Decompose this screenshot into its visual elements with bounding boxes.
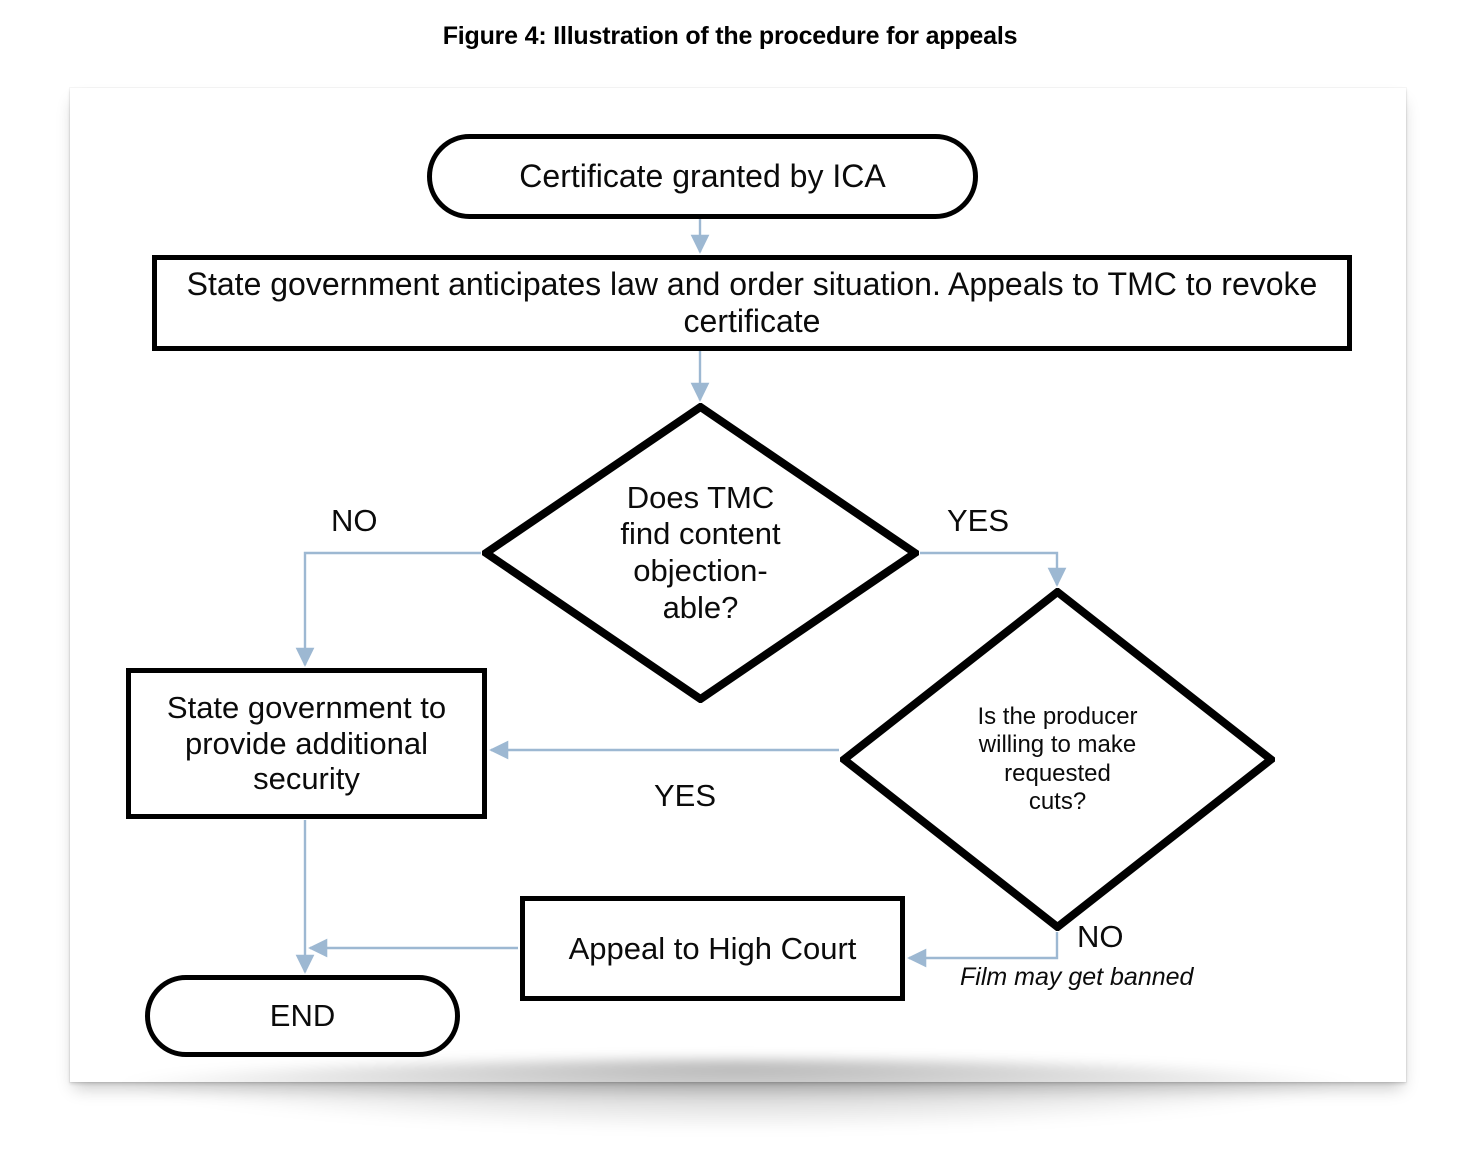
node-end[interactable]: END — [145, 975, 460, 1057]
edge-note-film-banned: Film may get banned — [960, 963, 1194, 991]
node-decision-producer-cuts-label: Is the producer willing to make requeste… — [977, 702, 1138, 815]
figure-title: Figure 4: Illustration of the procedure … — [442, 22, 1018, 50]
node-state-appeals-tmc[interactable]: State government anticipates law and ord… — [152, 255, 1352, 351]
node-decision-producer-cuts[interactable]: Is the producer willing to make requeste… — [840, 588, 1275, 931]
node-decision-content-objectionable-label: Does TMC find content objection- able? — [620, 479, 781, 625]
node-decision-content-objectionable[interactable]: Does TMC find content objection- able? — [482, 403, 919, 703]
edge-label-yes-objectionable: YES — [947, 503, 1010, 538]
node-additional-security[interactable]: State government to provide additional s… — [126, 668, 487, 819]
node-appeal-high-court[interactable]: Appeal to High Court — [520, 896, 905, 1001]
edge-label-no-cuts: NO — [1077, 919, 1124, 954]
edge-label-no-objectionable: NO — [331, 503, 378, 538]
node-certificate-granted[interactable]: Certificate granted by ICA — [427, 134, 978, 219]
edge-label-yes-cuts: YES — [654, 778, 717, 813]
diamond-shape-icon — [482, 403, 919, 703]
diamond-shape-icon — [840, 588, 1275, 931]
